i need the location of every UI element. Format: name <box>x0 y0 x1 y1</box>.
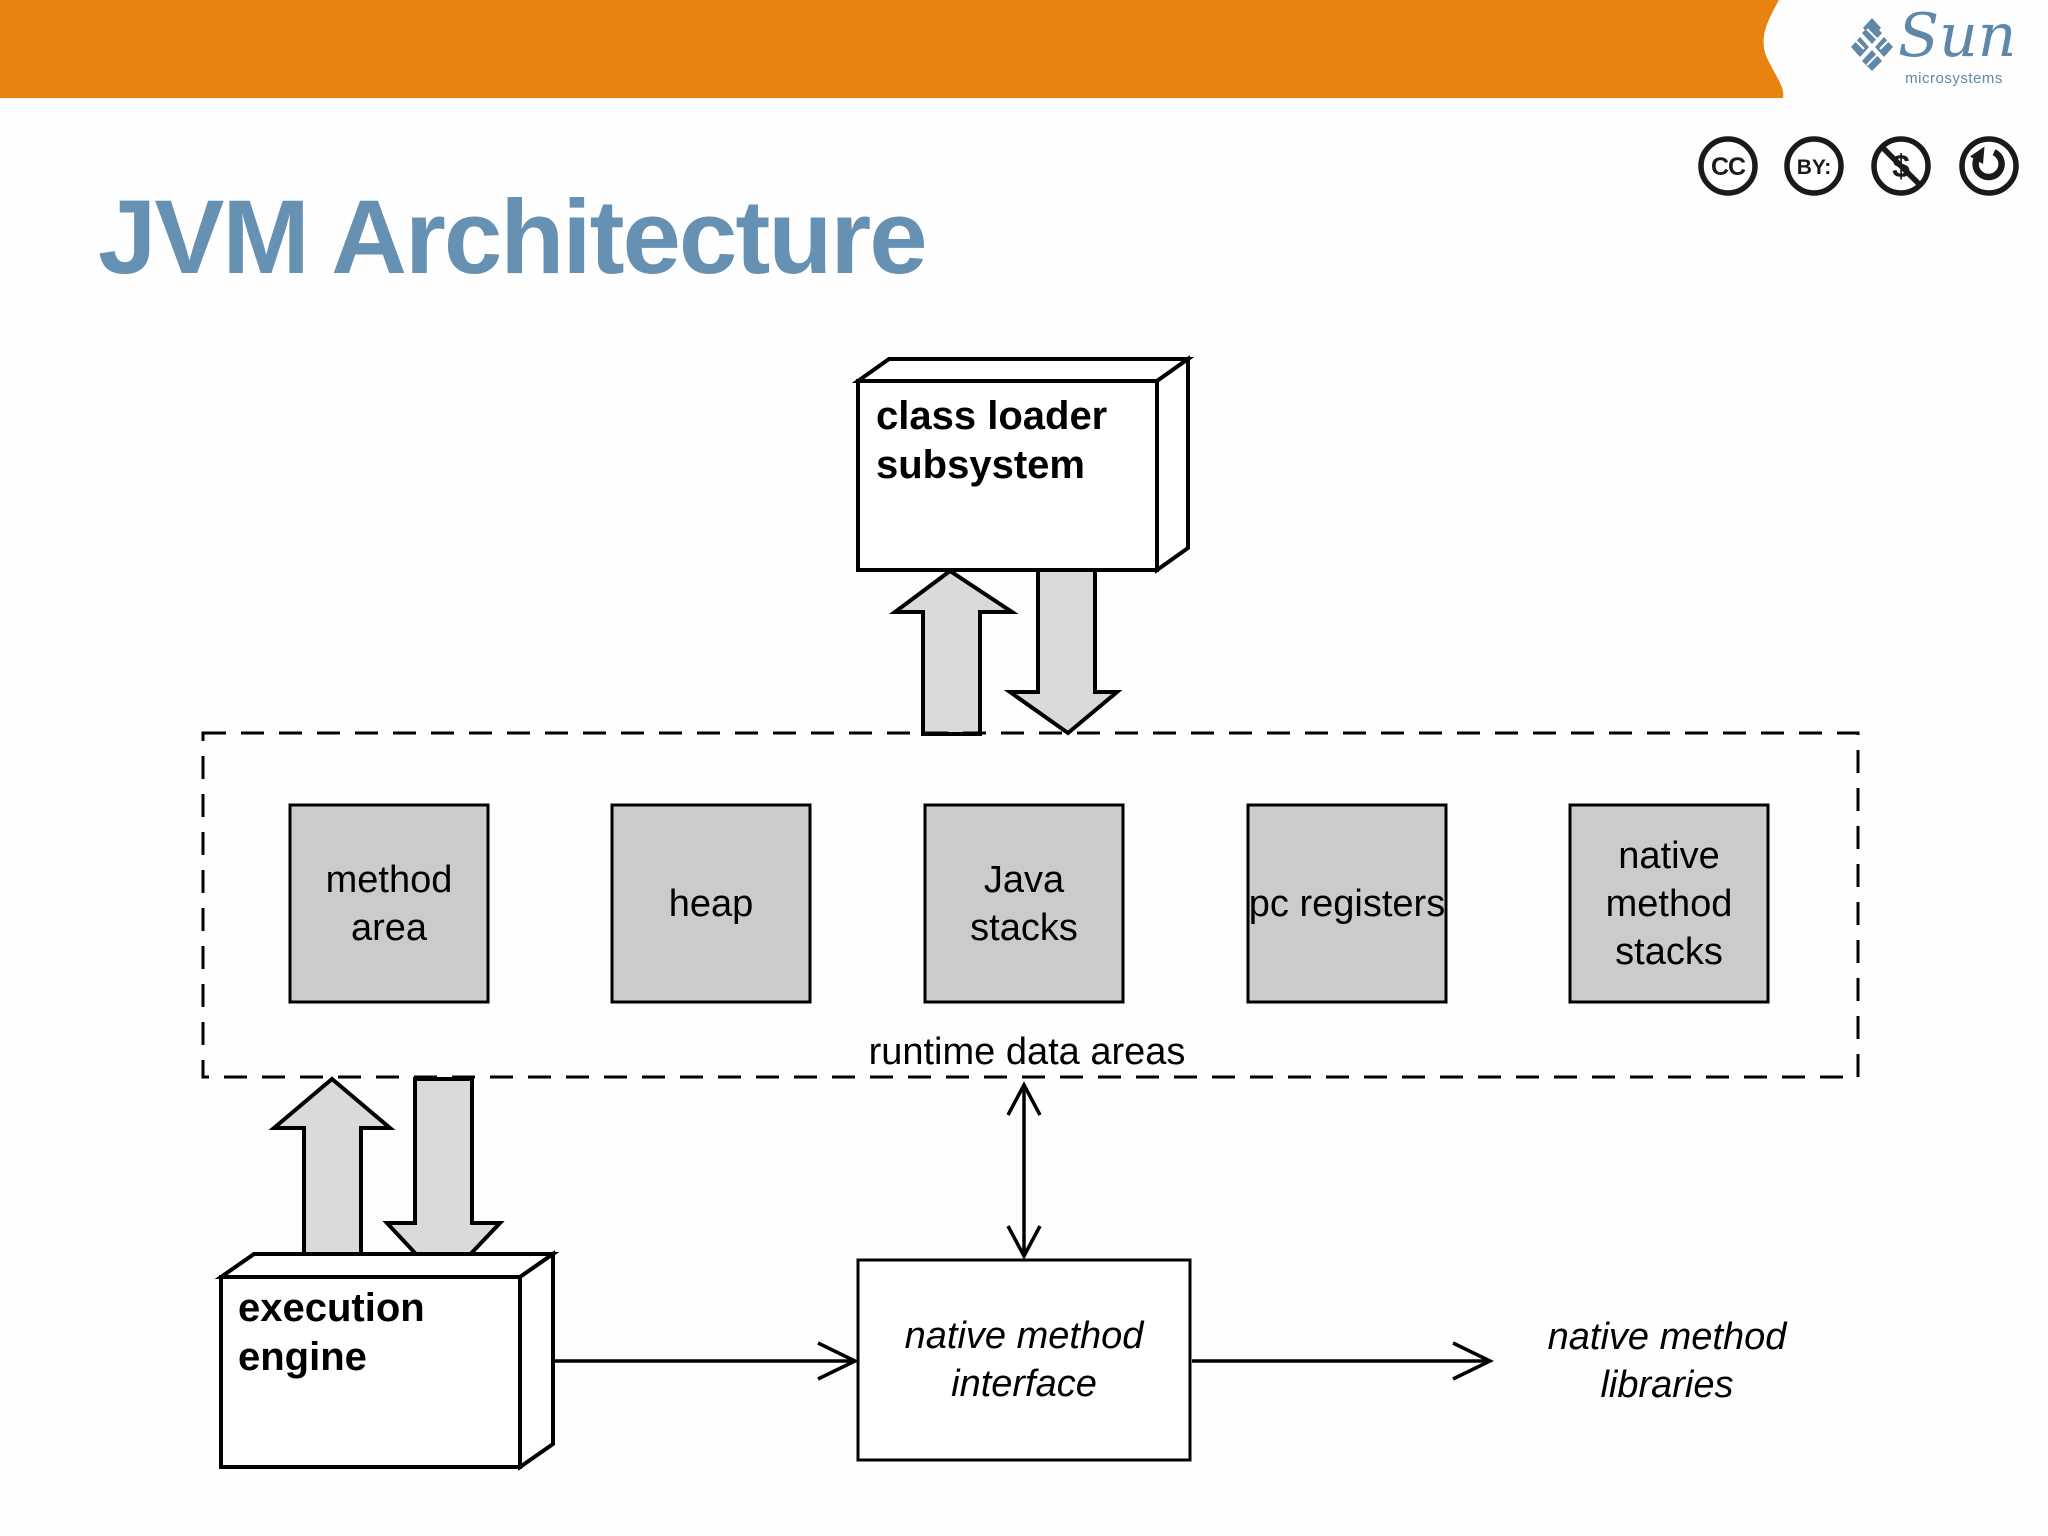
pc-registers-label: pc registers <box>1248 882 1446 925</box>
arrow-execengine-to-nmi <box>555 1341 860 1381</box>
header-band <box>0 0 1784 98</box>
class-loader-box-top-face <box>851 357 1195 383</box>
class-loader-label-line2: subsystem <box>876 443 1085 487</box>
heap-label: heap <box>668 882 754 925</box>
native-method-libraries-label: native method libraries <box>1547 1316 1787 1406</box>
method-area-label: method area <box>325 858 453 949</box>
arrow-runtime-nmi-double <box>1006 1081 1042 1260</box>
native-method-interface-label: native method interface <box>904 1315 1144 1405</box>
java-stacks-label: Java stacks <box>970 858 1078 949</box>
share-alike-icon <box>1959 136 2019 196</box>
page-title: JVM Architecture <box>98 179 928 296</box>
cc-badge-label: CC <box>1711 153 1746 181</box>
class-loader-box-side-face <box>1155 355 1190 574</box>
sun-logo-icon <box>1851 18 1893 71</box>
by-badge-label: BY: <box>1797 156 1832 179</box>
arrow-down-classloader-to-runtime <box>1003 568 1123 736</box>
arrow-nmi-to-libraries <box>1192 1341 1495 1381</box>
class-loader-label-line1: class loader <box>876 394 1108 438</box>
arrow-up-runtime-to-classloader <box>888 568 1019 736</box>
class-loader-label: class loader subsystem <box>876 392 1107 490</box>
creative-commons-icon: CC <box>1698 136 1758 196</box>
execution-engine-label: execution engine <box>238 1284 425 1382</box>
native-method-stacks-label: native method stacks <box>1605 834 1733 973</box>
attribution-icon: BY: <box>1784 136 1844 196</box>
execution-engine-box-top-face <box>214 1252 560 1279</box>
arrow-down-runtime-to-execengine <box>382 1077 505 1286</box>
execution-engine-label-line2: engine <box>238 1335 367 1379</box>
execution-engine-box-side-face <box>518 1250 555 1471</box>
sun-brand-subtitle: microsystems <box>1905 70 2003 87</box>
runtime-data-areas-label: runtime data areas <box>868 1031 1186 1073</box>
execution-engine-label-line1: execution <box>238 1286 425 1330</box>
arrow-up-execengine-to-runtime <box>268 1076 396 1279</box>
non-commercial-icon: $ <box>1871 136 1931 196</box>
sun-brand-name: Sun <box>1898 1 2017 71</box>
